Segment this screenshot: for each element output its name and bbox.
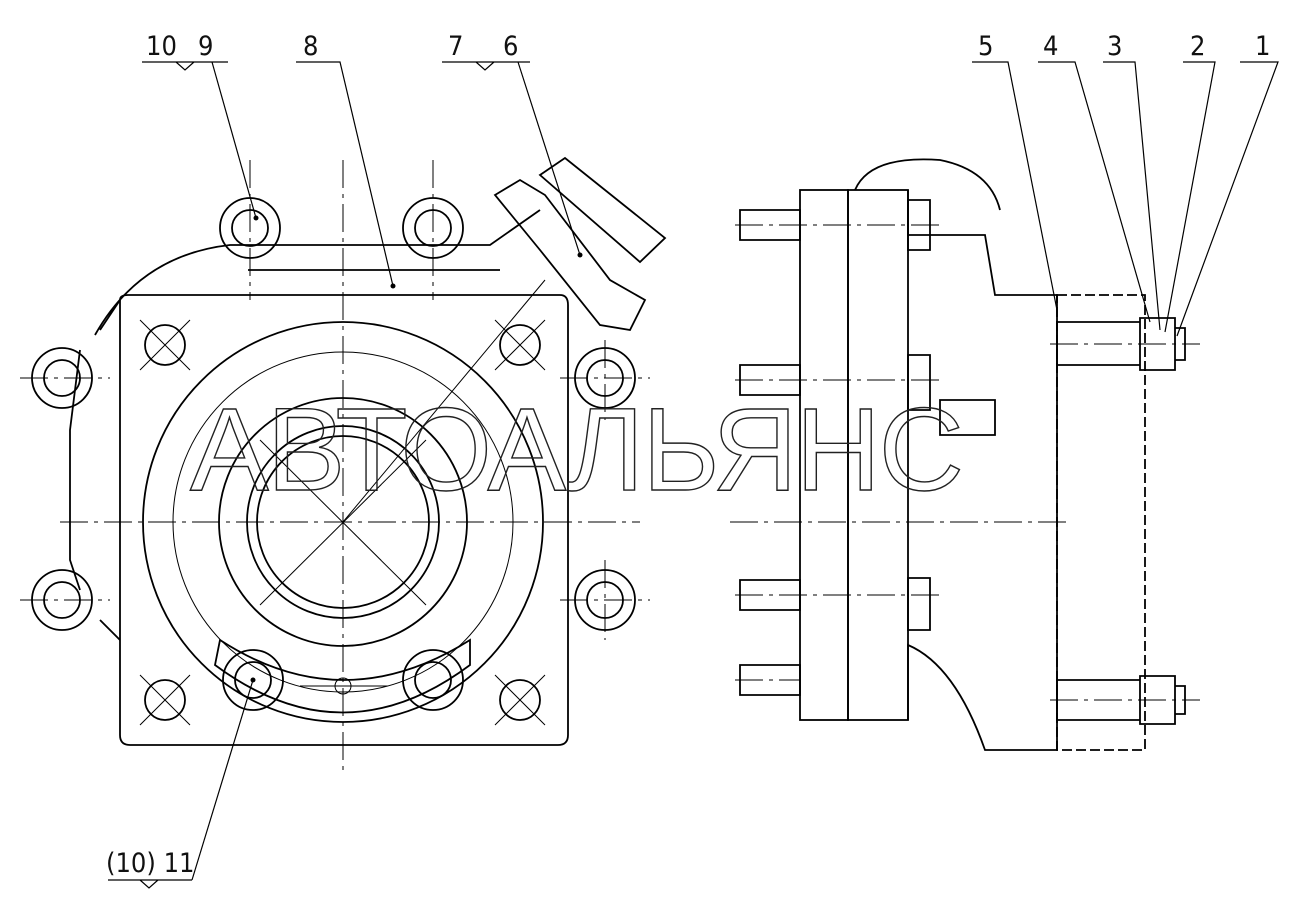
callout-4: 4 — [1043, 31, 1058, 62]
callout-10: 10 — [146, 31, 177, 62]
callout-9: 9 — [198, 31, 213, 62]
callout-6: 6 — [503, 31, 518, 62]
bolt-group — [20, 160, 650, 726]
callout-10-11: (10) 11 — [106, 848, 194, 879]
callout-3: 3 — [1107, 31, 1122, 62]
callout-labels: 10 9 8 7 6 (10) 11 5 4 3 2 1 — [106, 31, 1270, 879]
callout-2: 2 — [1190, 31, 1205, 62]
callout-1: 1 — [1255, 31, 1270, 62]
side-view — [730, 158, 1200, 751]
watermark-text: АВТОАЛЬЯНС — [190, 384, 962, 516]
callout-leaders — [108, 61, 1279, 889]
front-view — [20, 156, 667, 770]
callout-8: 8 — [303, 31, 318, 62]
callout-5: 5 — [978, 31, 993, 62]
callout-7: 7 — [448, 31, 463, 62]
